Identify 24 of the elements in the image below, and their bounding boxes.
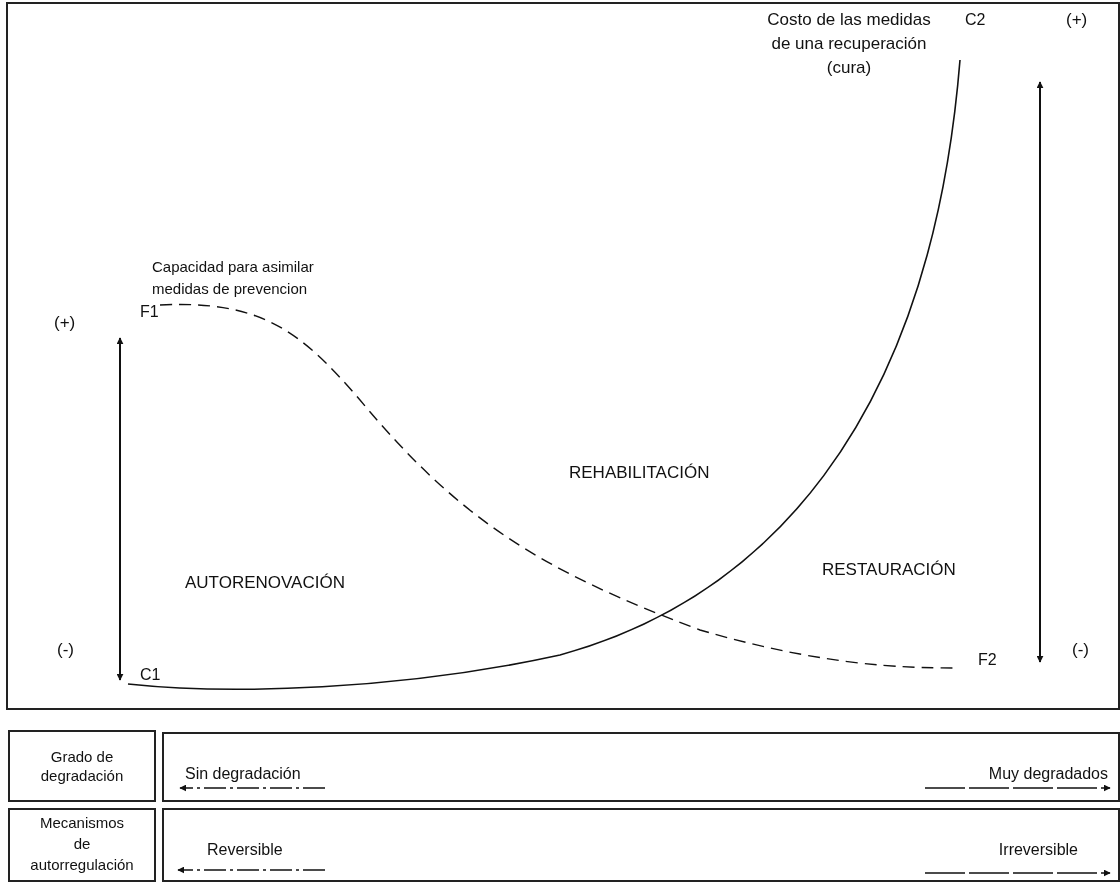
scale-end-text: Muy degradados	[988, 764, 1108, 783]
scale-sign: (+)	[1066, 10, 1088, 30]
row-header	[8, 808, 156, 882]
curve-title: Costo de las medidas de una recuperación (cura)	[766, 9, 932, 79]
table-row	[162, 732, 1120, 802]
scale-sign: (-)	[57, 640, 74, 660]
scale-start-text: Reversible	[207, 840, 283, 859]
curve-end-label: F2	[978, 650, 997, 670]
scale-start-text: Sin degradación	[185, 764, 301, 783]
scale-sign: (+)	[54, 313, 76, 333]
zone-label: REHABILITACIÓN	[569, 463, 710, 483]
zone-label: RESTAURACIÓN	[822, 560, 956, 580]
row-header-text: Grado de degradación	[39, 747, 125, 785]
zone-label: AUTORENOVACIÓN	[185, 573, 345, 593]
curve-end-label: F1	[140, 302, 159, 322]
curve-end-label: C2	[965, 10, 986, 30]
row-header-text: Mecanismos de autorregulación	[30, 813, 134, 875]
scale-sign: (-)	[1072, 640, 1089, 660]
table-row	[162, 808, 1120, 882]
curve-title: Capacidad para asimilar medidas de prevencion	[152, 257, 315, 299]
chart-panel	[6, 2, 1120, 710]
scale-end-text: Irreversible	[998, 840, 1078, 859]
row-header	[8, 730, 156, 802]
curve-end-label: C1	[140, 665, 161, 685]
